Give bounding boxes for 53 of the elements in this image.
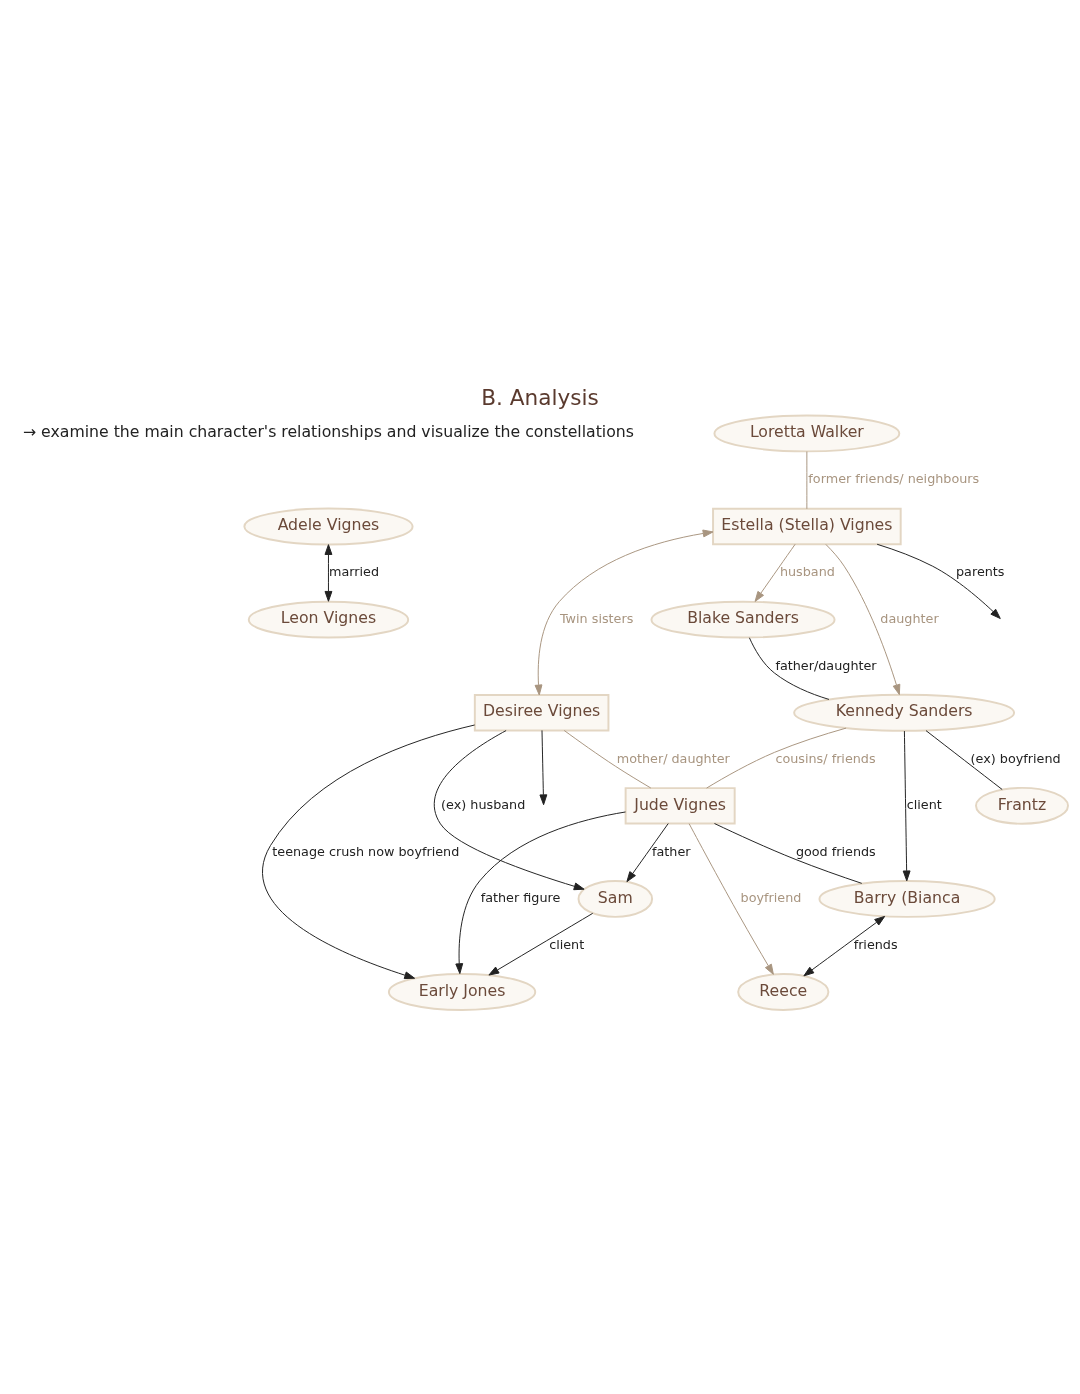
edge-label: former friends/ neighbours [808, 471, 980, 487]
connector [706, 727, 847, 789]
connector [714, 823, 863, 884]
node-box: Jude Vignes [624, 787, 736, 825]
edge-label: father figure [480, 890, 561, 906]
edge-label: friends [853, 936, 898, 952]
arrow [455, 811, 626, 975]
node-ellipse: Adele Vignes [243, 507, 414, 546]
arrow [626, 823, 669, 883]
edge-label: mother/ daughter [616, 750, 730, 766]
arrow [688, 823, 774, 975]
edge-label: client [906, 797, 942, 813]
node-ellipse: Frantz [975, 786, 1069, 825]
node-ellipse: Sam [577, 880, 654, 918]
arrow [262, 724, 476, 980]
edge-label: client [549, 936, 585, 952]
connector [925, 730, 1003, 790]
connector [806, 451, 808, 510]
node-ellipse: Barry (Bianca [818, 880, 996, 918]
edge-label: married [328, 564, 380, 580]
node-box: Estella (Stella) Vignes [712, 507, 902, 546]
node-box: Desiree Vignes [473, 694, 610, 732]
edge-label: Twin sisters [559, 610, 634, 626]
arrow [539, 729, 548, 806]
arrow [803, 915, 886, 977]
node-ellipse: Kennedy Sanders [793, 693, 1016, 732]
arrow [433, 730, 585, 891]
edge-label: boyfriend [740, 890, 802, 906]
edge-label: (ex) boyfriend [970, 750, 1061, 766]
label: → examine the main character's relationships and visualize the constellations [22, 422, 634, 442]
edge-label: teenage crush now boyfriend [272, 843, 460, 859]
edge-label: good friends [795, 843, 876, 859]
arrow [876, 543, 1001, 619]
arrow [902, 730, 911, 882]
edge-label: cousins/ friends [775, 750, 876, 766]
node-ellipse: Blake Sanders [650, 600, 836, 639]
edge-label: parents [956, 564, 1005, 580]
edge-label: daughter [880, 610, 939, 626]
arrow [754, 543, 796, 602]
arrow [825, 543, 901, 696]
arrow [324, 544, 333, 602]
node-ellipse: Loretta Walker [713, 414, 901, 453]
edge-label: father/daughter [775, 657, 877, 673]
edge-label: husband [779, 564, 835, 580]
edge-label: (ex) husband [441, 797, 526, 813]
arrow [488, 912, 594, 976]
edge-label: father [652, 843, 691, 859]
connector [563, 730, 652, 789]
connector [748, 637, 830, 700]
node-ellipse: Reece [737, 973, 830, 1011]
diagram-title: B. Analysis [481, 385, 599, 411]
node-ellipse: Leon Vignes [247, 600, 410, 639]
arrow [534, 529, 714, 696]
